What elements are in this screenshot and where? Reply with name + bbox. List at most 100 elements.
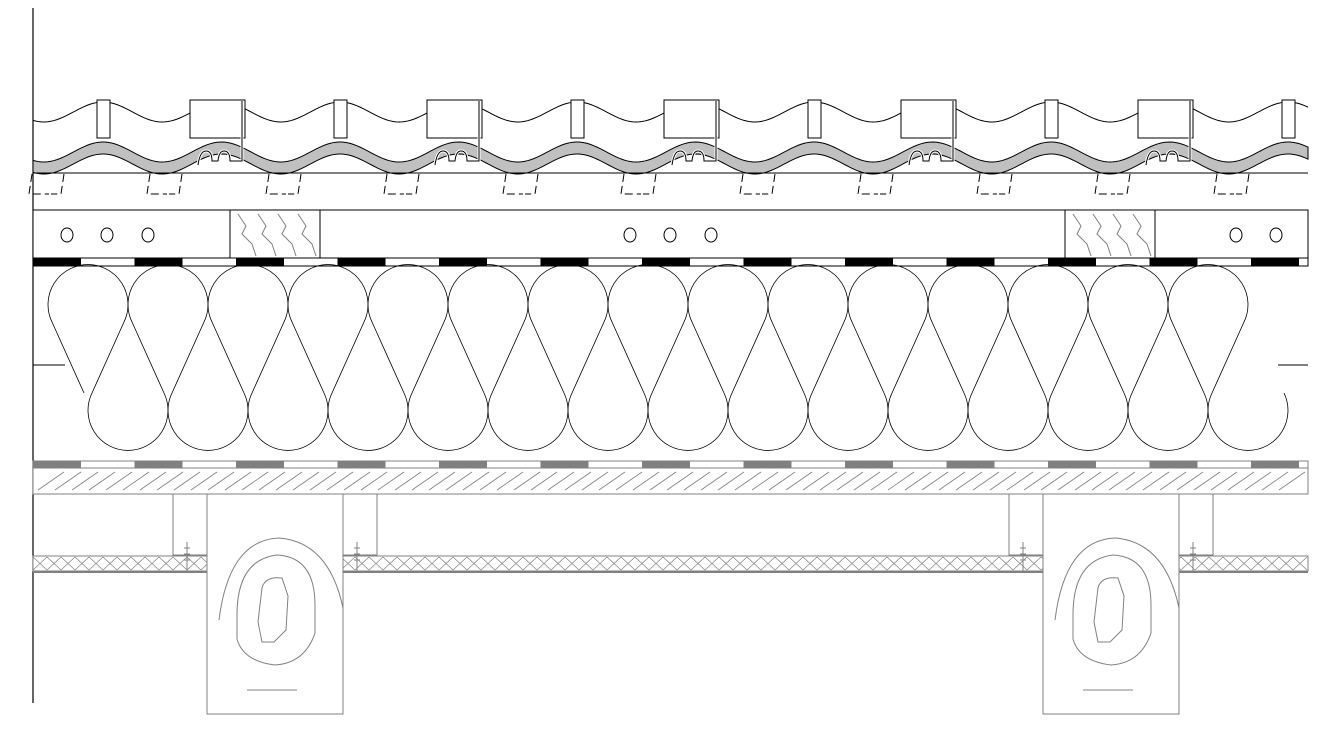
wood-grain bbox=[277, 213, 297, 257]
tile-nib bbox=[1213, 173, 1250, 195]
board-hatch bbox=[615, 471, 643, 491]
tile-nib bbox=[857, 173, 894, 195]
board-hatch bbox=[972, 471, 1000, 491]
board-hatch bbox=[1057, 471, 1085, 491]
batten-hole bbox=[623, 227, 637, 243]
ceiling-crosshatch bbox=[606, 556, 622, 571]
ceiling-crosshatch bbox=[88, 556, 104, 571]
batten-hole bbox=[100, 227, 114, 243]
board-hatch bbox=[241, 471, 269, 491]
tile-interlock-outline bbox=[434, 101, 480, 166]
screw-icon bbox=[1190, 542, 1196, 572]
ceiling-crosshatch bbox=[690, 556, 706, 571]
vapour-dash bbox=[743, 461, 792, 468]
board-hatch bbox=[632, 471, 660, 491]
batten-hole bbox=[1229, 227, 1243, 243]
membrane-dash bbox=[1251, 258, 1299, 266]
ceiling-crosshatch bbox=[424, 556, 440, 571]
ceiling-crosshatch bbox=[844, 556, 860, 571]
board-hatch bbox=[547, 471, 575, 491]
board-hatch bbox=[1091, 471, 1119, 491]
ceiling-crosshatch bbox=[816, 556, 832, 571]
board-hatch bbox=[1006, 471, 1034, 491]
board-hatch bbox=[1244, 471, 1272, 491]
ceiling-crosshatch bbox=[102, 556, 118, 571]
vapour-layer bbox=[32, 460, 1309, 469]
membrane-dash bbox=[1048, 258, 1096, 266]
batten-hole bbox=[1269, 227, 1283, 243]
board-hatch bbox=[955, 471, 983, 491]
insulation-loop-top bbox=[367, 264, 449, 394]
wood-block bbox=[229, 209, 321, 259]
ceiling-crosshatch bbox=[466, 556, 482, 571]
board-hatch bbox=[207, 471, 235, 491]
wood-grain bbox=[257, 213, 277, 257]
vapour-dash bbox=[33, 461, 81, 468]
screw-icon bbox=[1020, 542, 1026, 572]
vapour-dash bbox=[1149, 461, 1198, 468]
ceiling-crosshatch bbox=[1222, 556, 1238, 571]
ceiling-crosshatch bbox=[46, 556, 62, 571]
board-hatch bbox=[224, 471, 252, 491]
board-hatch bbox=[1125, 471, 1153, 491]
tile-rib bbox=[333, 99, 348, 139]
wood-grain bbox=[1132, 213, 1152, 257]
ceiling-crosshatch bbox=[788, 556, 804, 571]
ceiling-crosshatch bbox=[1208, 556, 1224, 571]
board-hatch bbox=[802, 471, 830, 491]
ceiling-crosshatch bbox=[746, 556, 762, 571]
ceiling-crosshatch bbox=[760, 556, 776, 571]
ceiling-crosshatch bbox=[480, 556, 496, 571]
ceiling-crosshatch bbox=[368, 556, 384, 571]
rafter-pith bbox=[257, 577, 289, 643]
ceiling-crosshatch bbox=[662, 556, 678, 571]
ceiling-crosshatch bbox=[396, 556, 412, 571]
ceiling-crosshatch bbox=[172, 556, 188, 571]
board-hatch bbox=[836, 471, 864, 491]
tile-interlock-outline bbox=[671, 101, 717, 166]
ceiling-crosshatch bbox=[1236, 556, 1252, 571]
ceiling-crosshatch bbox=[438, 556, 454, 571]
ceiling-crosshatch bbox=[144, 556, 160, 571]
tile-nib bbox=[383, 173, 420, 195]
board-hatch bbox=[54, 471, 82, 491]
insulation-loop-bottom bbox=[967, 392, 1049, 451]
ceiling-crosshatch bbox=[1026, 556, 1042, 571]
battens-layer bbox=[32, 209, 1309, 259]
board-hatch bbox=[700, 471, 728, 491]
ceiling-crosshatch bbox=[522, 556, 538, 571]
insulation-loop-bottom bbox=[407, 392, 489, 451]
ceiling-crosshatch bbox=[158, 556, 174, 571]
membrane-layer bbox=[32, 257, 1309, 267]
insulation-loop-bottom bbox=[887, 392, 969, 451]
tile-interlock-outline bbox=[197, 101, 243, 166]
tile-rib bbox=[1044, 99, 1059, 139]
tile-nib bbox=[1094, 173, 1131, 195]
ceiling-crosshatch bbox=[886, 556, 902, 571]
tile-head-lap bbox=[1137, 99, 1194, 139]
board-hatch bbox=[751, 471, 779, 491]
board-hatch bbox=[479, 471, 507, 491]
board-hatch bbox=[1040, 471, 1068, 491]
membrane-dash bbox=[236, 258, 284, 266]
ceiling-crosshatch bbox=[718, 556, 734, 571]
board-hatch bbox=[258, 471, 286, 491]
insulation-loop-bottom bbox=[1127, 392, 1209, 451]
insulation-loop-bottom bbox=[1207, 392, 1289, 451]
insulation-loop-top bbox=[207, 264, 289, 394]
board-hatch bbox=[139, 471, 167, 491]
vapour-dash bbox=[540, 461, 589, 468]
tile-rib bbox=[96, 99, 111, 139]
tile-nib bbox=[739, 173, 776, 195]
ceiling-crosshatch bbox=[1264, 556, 1280, 571]
vapour-dash bbox=[1048, 461, 1096, 468]
insulation-loop-top bbox=[47, 264, 129, 394]
membrane-dash bbox=[743, 258, 792, 266]
board-hatch bbox=[156, 471, 184, 491]
vapour-dash bbox=[439, 461, 487, 468]
board-hatch bbox=[734, 471, 762, 491]
board-hatch bbox=[309, 471, 337, 491]
ceiling-crosshatch bbox=[648, 556, 664, 571]
rafter-grain bbox=[218, 537, 344, 691]
